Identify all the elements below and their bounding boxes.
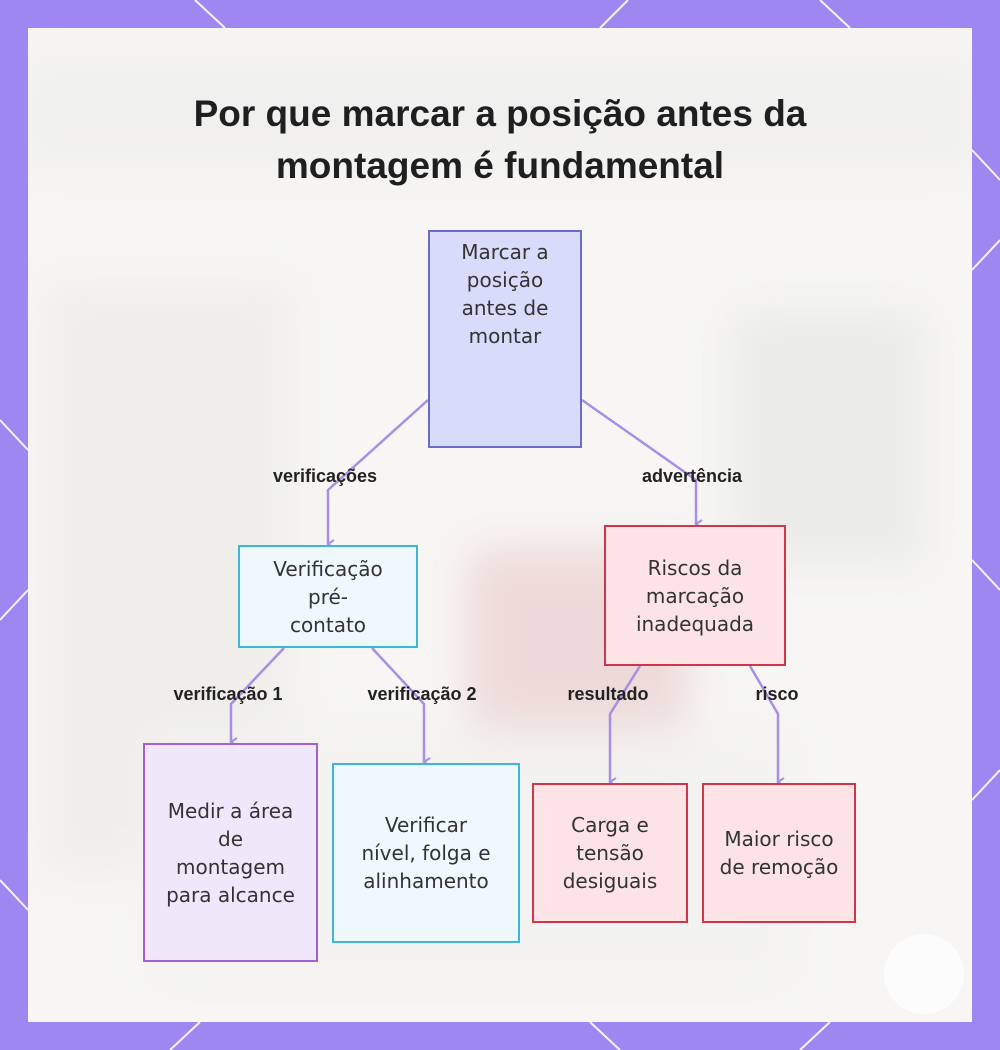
edge-precheck-level	[371, 647, 431, 767]
node-measure-area: Medir a área de montagem para alcance	[143, 743, 318, 962]
edge-root-risks	[581, 398, 703, 529]
node-removal-risk-label: Maior risco de remoção	[719, 827, 839, 879]
edge-root-precheck	[326, 399, 429, 549]
node-mark-position-label: Marcar a posição antes de montar	[461, 240, 549, 348]
node-marking-risks-label: Riscos da marcação inadequada	[635, 555, 755, 636]
edge-label-risk: risco	[755, 684, 799, 704]
edge-precheck-measure	[229, 647, 285, 747]
edge-label-check-2: verificação 2	[367, 684, 477, 704]
edge-risks-removal	[748, 665, 785, 787]
diagram-panel: Por que marcar a posição antes da montag…	[28, 28, 972, 1022]
node-marking-risks: Riscos da marcação inadequada	[604, 525, 786, 666]
edge-risks-load	[608, 665, 642, 787]
node-uneven-load: Carga e tensão desiguais	[532, 783, 688, 923]
connector-lines	[229, 398, 785, 787]
node-mark-position: Marcar a posição antes de montar	[428, 230, 582, 448]
page-title: Por que marcar a posição antes da montag…	[193, 93, 807, 186]
node-pre-contact-check: Verificação pré-contato	[238, 545, 418, 648]
watermark-logo	[884, 934, 964, 1014]
node-verify-level: Verificar nível, folga e alinhamento	[332, 763, 520, 943]
edge-label-result: resultado	[567, 684, 649, 704]
node-measure-area-label: Medir a área de montagem para alcance	[166, 798, 295, 907]
node-pre-contact-check-label: Verificação pré-contato	[273, 556, 383, 637]
node-verify-level-label: Verificar nível, folga e alinhamento	[361, 813, 491, 893]
edge-label-warning: advertência	[641, 466, 743, 486]
edge-label-check-1: verificação 1	[173, 684, 283, 704]
node-removal-risk: Maior risco de remoção	[702, 783, 856, 923]
node-uneven-load-label: Carga e tensão desiguais	[562, 813, 658, 893]
edge-label-checks: verificações	[272, 466, 378, 486]
